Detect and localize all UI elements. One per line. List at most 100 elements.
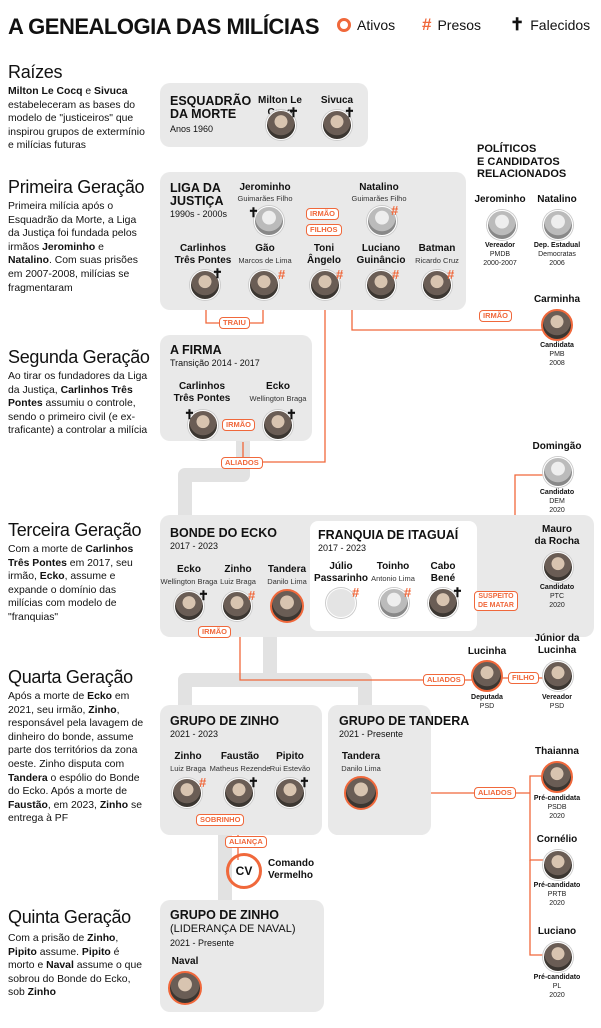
person-name: Natalino [359,182,399,193]
politician-party: PRTB [547,891,567,898]
person-name: Batman [418,243,456,254]
politician-party: PL [552,983,562,990]
politician-role: Pré-candidato [533,882,581,889]
person-fullname: Wellington Braga [249,394,307,403]
politician-role: Pré-candidato [533,974,581,981]
person-fullname: Matheus Rezende [209,764,271,773]
avatar [543,457,573,487]
group-zinho-naval-name: GRUPO DE ZINHO(LIDERANÇA DE NAVAL) [170,908,296,936]
avatar [543,552,573,582]
politician-party: Democratas [538,251,576,258]
hash-icon: # [336,267,344,282]
link-label-aliados: ALIADOS [423,674,465,686]
person-fullname: Antonio Lima [371,574,415,583]
person-name: Ecko [177,564,201,575]
link-label-aliados: ALIADOS [221,457,263,469]
person-name: Toinho [376,561,410,572]
hash-icon: # [391,203,399,218]
avatar [174,591,204,621]
avatar [275,778,305,808]
section-desc-quarta: Após a morte de Ecko em 2021, seu irmão,… [8,691,144,825]
avatar [188,410,218,440]
politician-role: Candidato [539,584,575,591]
cross-icon: ✝ [286,407,297,422]
person-fullname: Guimarães Filho [351,194,407,203]
avatar [224,778,254,808]
group-zinho-naval-period: 2021 - Presente [170,938,235,948]
avatar [222,591,252,621]
hash-icon: # [447,267,455,282]
politician-name: Natalino [537,194,577,205]
avatar [322,110,352,140]
group-zinho-2021 [160,705,322,835]
avatar [543,942,573,972]
person-fullname: Ricardo Cruz [415,256,459,265]
politician-name: Thaianna [535,746,579,757]
hash-icon: # [404,585,412,600]
avatar [543,850,573,880]
section-title-quinta: Quinta Geração [8,907,131,927]
politician-name: Luciano [537,926,577,937]
link-label-aliados: ALIADOS [474,787,516,799]
avatar [172,778,202,808]
person-name: Ecko [266,381,290,392]
avatar [266,110,296,140]
group-zinho-name: GRUPO DE ZINHO [170,714,280,728]
hash-icon: # [248,588,256,603]
avatar [379,588,409,618]
section-title-primeira: Primeira Geração [8,177,145,197]
politician-year: 2020 [549,813,565,820]
hash-icon: # [278,267,286,282]
group-franquia-name: FRANQUIA DE ITAGUAÍ [318,528,459,542]
section-desc-terceira: Com a morte de Carlinhos Três Pontes em … [8,544,134,623]
group-tandera-period: 2021 - Presente [339,729,404,739]
politician-year: 2020 [549,992,565,999]
politician-role: Candidata [540,342,574,349]
hash-icon: # [422,15,432,34]
active-dot-icon [337,18,351,32]
avatar-placeholder [326,588,356,618]
section-desc-segunda: Ao tirar os fundadores da Liga da Justiç… [8,371,148,437]
section-desc-quinta: Com a prisão de Zinho, Pipito assume. Pi… [8,933,143,999]
politician-party: PSDB [547,804,567,811]
section-title-quarta: Quarta Geração [8,667,133,687]
politician-year: 2020 [549,900,565,907]
politician-name: Carminha [533,294,581,305]
group-bonde-period: 2017 - 2023 [170,541,219,551]
politician-party: PSD [549,703,565,710]
avatar [367,206,397,236]
avatar-active [168,971,202,1005]
avatar [263,410,293,440]
person-name: Zinho [224,564,252,575]
person-fullname: Luiz Braga [220,577,256,586]
politician-year: 2020 [549,507,565,514]
avatar [254,206,284,236]
link-label-irmao: IRMÃO [222,419,255,431]
section-title-terceira: Terceira Geração [8,520,142,540]
avatar [428,588,458,618]
avatar [249,270,279,300]
link-label-irmao: IRMÃO [306,208,339,220]
group-firma-period: Transição 2014 - 2017 [170,358,260,368]
section-desc-raizes: Milton Le Cocq e Sivuca estabeleceram as… [8,86,145,152]
politician-party: PTC [550,593,564,600]
person-fullname: Wellington Braga [160,577,218,586]
person-name: Tandera [341,751,381,762]
politician-party: PMB [549,351,565,358]
cross-icon: ✝ [248,775,259,790]
politician-role: Pré-candidata [533,795,581,802]
link-label-traiu: TRAIU [219,317,250,329]
cross-icon: ✝ [248,205,259,220]
politician-name: Domingão [532,441,582,452]
person-fullname: Danilo Lima [341,764,381,773]
politician-party: PSD [479,703,495,710]
cross-icon: ✝ [452,585,463,600]
politician-year: 2006 [549,260,565,267]
